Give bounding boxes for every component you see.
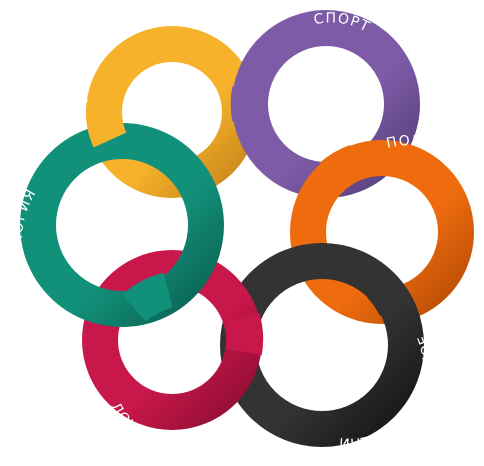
overlap-intellekt-zhivotnym bbox=[366, 272, 413, 317]
overlap-donorstvo-intellekt bbox=[224, 312, 264, 356]
overlap-zhivotnym-sport bbox=[320, 145, 363, 191]
overlap-sport-deti bbox=[230, 86, 268, 122]
overlap-deti-ekologiya bbox=[85, 106, 127, 148]
interlock-overlays bbox=[85, 86, 413, 356]
overlap-ekologiya-donorstvo bbox=[122, 272, 174, 322]
